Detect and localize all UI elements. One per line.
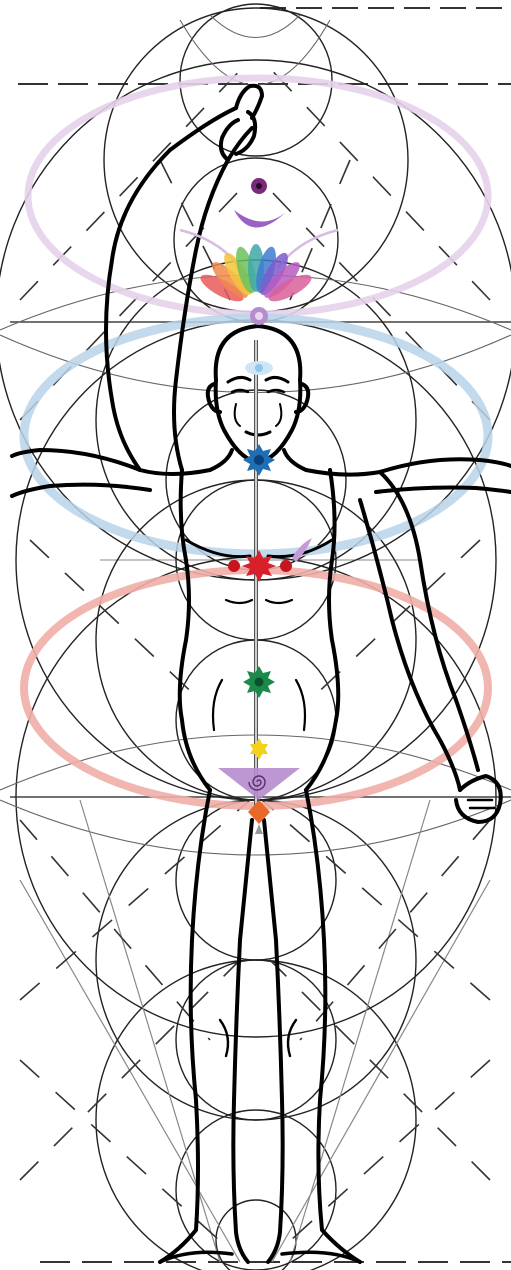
perspective-lines xyxy=(20,800,490,1262)
third-eye-icon xyxy=(245,361,273,375)
solar-star-icon xyxy=(243,666,275,698)
throat-star-icon xyxy=(243,444,275,476)
lotus-icon xyxy=(197,244,315,306)
navel-hexagram-icon xyxy=(250,738,268,760)
